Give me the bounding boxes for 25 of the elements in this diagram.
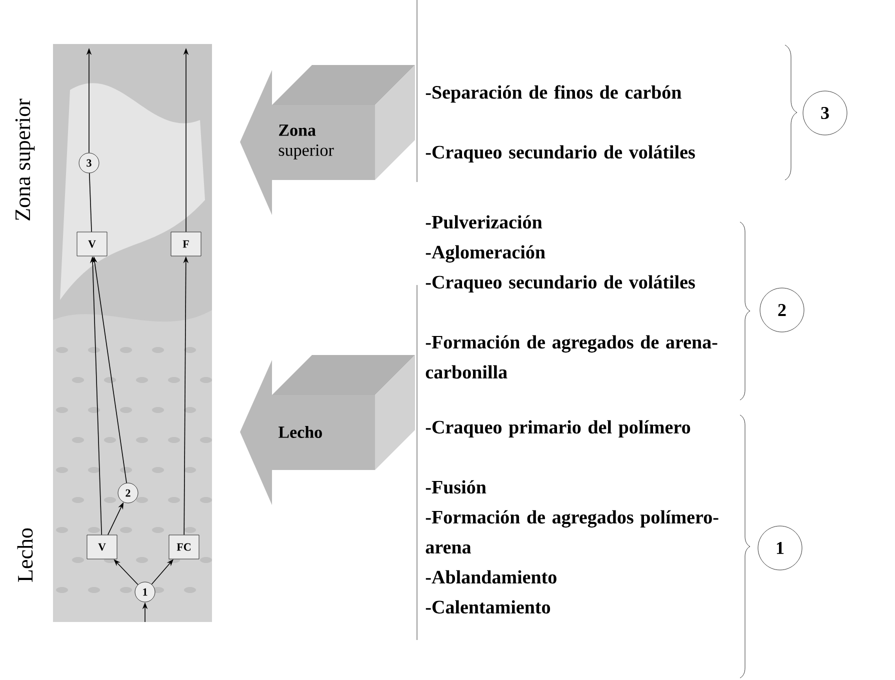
- list-item: -Fusión: [426, 480, 486, 494]
- circle-number: 2: [760, 288, 804, 332]
- list-item: -Craqueo secundario de volátiles: [426, 145, 695, 162]
- circle-node: 2: [118, 482, 138, 504]
- list-item: -Craqueo secundario de volátiles: [426, 275, 695, 292]
- circle-number: 1: [758, 526, 802, 570]
- arrow-block: Zona superior: [240, 65, 415, 215]
- list-item: -Formación de agregados de arena-carbonilla: [426, 335, 718, 379]
- list-item: -Craqueo primario del polímero: [426, 420, 690, 438]
- side-label: Lecho: [17, 528, 33, 582]
- circle-node: 1: [134, 582, 156, 602]
- box-node: V: [76, 232, 108, 256]
- list-item: -Formación de agregados polímero-arena: [426, 510, 718, 554]
- list-item: -Pulverización: [426, 215, 542, 229]
- list-item: -Calentamiento: [426, 600, 550, 614]
- box-node: V: [86, 534, 118, 560]
- list-item: -Ablandamiento: [426, 570, 556, 584]
- circle-number: 3: [802, 90, 848, 136]
- list-item: -Separación de finos de carbón: [426, 85, 682, 103]
- list-item: -Aglomeración: [426, 245, 546, 263]
- box-node: FC: [168, 534, 200, 560]
- box-node: F: [170, 232, 202, 256]
- circle-node: 3: [78, 152, 100, 174]
- arrow-block: Lecho: [240, 355, 415, 505]
- side-label: Zona superior: [15, 98, 35, 220]
